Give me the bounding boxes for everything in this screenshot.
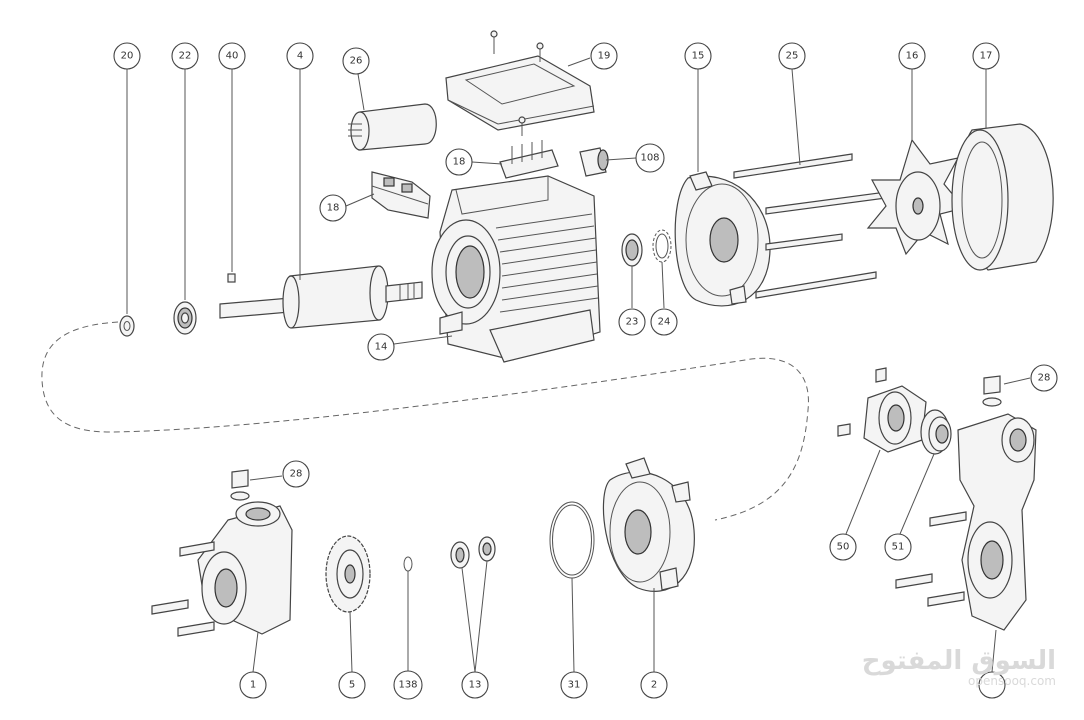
part-gasket-51 — [920, 409, 952, 455]
callout-28-right: 28 — [1030, 364, 1058, 392]
part-capacitor-26 — [348, 103, 437, 151]
callout-label: 18 — [327, 203, 340, 214]
part-terminal-cover-19 — [445, 30, 595, 131]
opensooq-watermark: السوق المفتوح opensooq.com — [862, 646, 1056, 688]
part-flange-50 — [837, 367, 927, 453]
callout-label: 108 — [640, 153, 659, 164]
part-seal-13 — [450, 536, 496, 569]
assembly-dashed-path — [41, 321, 809, 521]
callout-50: 50 — [829, 533, 857, 561]
callout-23: 23 — [618, 308, 646, 336]
callout-28-left: 28 — [282, 460, 310, 488]
callout-label: 50 — [837, 542, 850, 553]
callout-1: 1 — [239, 671, 267, 699]
callout-4: 4 — [286, 42, 314, 70]
callout-2: 2 — [640, 671, 668, 699]
callout-label: 28 — [1038, 373, 1051, 384]
callout-20: 20 — [113, 42, 141, 70]
part-rotor-shaft-4 — [219, 265, 423, 329]
part-impeller-5 — [325, 535, 371, 613]
callout-15: 15 — [684, 42, 712, 70]
part-terminal-block-18 — [499, 116, 559, 179]
part-key-40 — [227, 273, 236, 283]
callout-label: 51 — [892, 542, 905, 553]
part-pump-cover-2 — [602, 457, 695, 592]
callout-13: 13 — [461, 671, 489, 699]
part-oring-138 — [403, 556, 413, 572]
callout-25: 25 — [778, 42, 806, 70]
part-switch-18 — [371, 171, 431, 219]
callout-label: 40 — [226, 51, 239, 62]
callout-label: 2 — [651, 680, 657, 691]
part-pump-body-1 — [151, 501, 293, 637]
part-end-shield-15 — [674, 171, 771, 307]
callout-14: 14 — [367, 333, 395, 361]
callout-label: 19 — [598, 51, 611, 62]
callout-40: 40 — [218, 42, 246, 70]
callout-label: 24 — [658, 317, 671, 328]
callout-bottom-right — [978, 671, 1006, 699]
part-fan-16 — [866, 138, 966, 256]
callout-label: 16 — [906, 51, 919, 62]
part-bearing-22 — [173, 301, 197, 335]
callout-label: 20 — [121, 51, 134, 62]
part-tie-rods-25 — [733, 153, 887, 299]
part-washer-20 — [119, 315, 135, 337]
callout-5: 5 — [338, 671, 366, 699]
callout-108: 108 — [635, 143, 665, 173]
callout-label: 31 — [568, 680, 581, 691]
callout-label: 5 — [349, 680, 355, 691]
callout-label: 23 — [626, 317, 639, 328]
part-cable-gland-108 — [579, 147, 609, 177]
callout-label: 138 — [398, 680, 417, 691]
callout-24: 24 — [650, 308, 678, 336]
callout-17: 17 — [972, 42, 1000, 70]
callout-label: 14 — [375, 342, 388, 353]
part-ejector-body — [895, 413, 1037, 631]
part-bearing-23 — [621, 233, 643, 267]
callout-51: 51 — [884, 533, 912, 561]
part-motor-body-14 — [431, 175, 601, 363]
watermark-latin-text: opensooq.com — [968, 674, 1056, 688]
callout-label: 26 — [350, 56, 363, 67]
part-plug-28-right — [982, 375, 1002, 407]
callout-18-switch: 18 — [319, 194, 347, 222]
callout-label: 28 — [290, 469, 303, 480]
callout-22: 22 — [171, 42, 199, 70]
callout-18-terminal: 18 — [445, 148, 473, 176]
callout-138: 138 — [393, 670, 423, 700]
part-plug-28-left — [230, 469, 250, 501]
callout-label: 18 — [453, 157, 466, 168]
callout-16: 16 — [898, 42, 926, 70]
part-fan-cover-17 — [951, 123, 1054, 271]
callout-label: 22 — [179, 51, 192, 62]
callout-label: 25 — [786, 51, 799, 62]
leader-lines — [126, 57, 1031, 673]
callout-26: 26 — [342, 47, 370, 75]
callout-label: 15 — [692, 51, 705, 62]
part-oring-31 — [549, 501, 595, 579]
part-wave-spring-24 — [652, 229, 672, 263]
callout-label: 1 — [250, 680, 256, 691]
callout-label: 17 — [980, 51, 993, 62]
callout-19: 19 — [590, 42, 618, 70]
callout-label: 13 — [469, 680, 482, 691]
callout-label: 4 — [297, 51, 303, 62]
callout-31: 31 — [560, 671, 588, 699]
watermark-arabic-text: السوق المفتوح — [861, 646, 1056, 676]
